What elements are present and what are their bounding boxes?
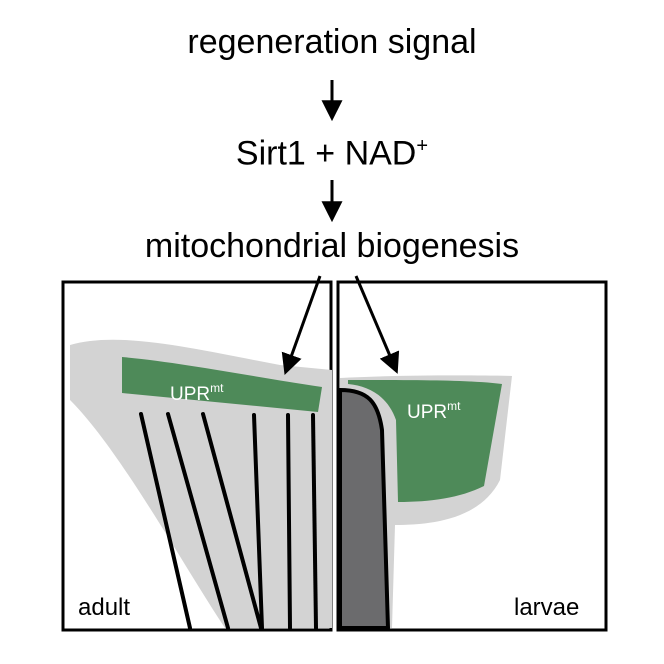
adult-fin-rays (139, 412, 318, 630)
adult-label: adult (78, 594, 130, 621)
step-sirt1-nad: Sirt1 + NAD+ (0, 126, 664, 173)
adult-upr-base: UPR (170, 384, 210, 405)
fin-ray (311, 413, 318, 630)
adult-upr-superscript: mt (210, 381, 224, 395)
fin-ray (201, 412, 263, 630)
regeneration-signal-text: regeneration signal (187, 23, 477, 61)
fin-ray (286, 413, 292, 630)
larvae-upr-label: UPRmt (407, 399, 461, 423)
adult-panel: UPRmt adult (61, 280, 333, 632)
larvae-upr-region (348, 380, 502, 502)
fin-ray (166, 412, 230, 630)
larvae-upr-superscript: mt (447, 399, 461, 413)
step-mitochondrial-biogenesis: mitochondrial biogenesis (0, 226, 664, 266)
larvae-upr-base: UPR (407, 402, 447, 423)
step-regeneration-signal: regeneration signal (0, 22, 664, 62)
adult-upr-region (122, 357, 322, 412)
nad-plus-superscript: + (416, 135, 429, 157)
sirt1-nad-text: Sirt1 + NAD (235, 134, 417, 173)
larvae-label: larvae (514, 594, 579, 621)
fin-ray (139, 412, 192, 630)
larvae-panel: UPRmt larvae (336, 280, 608, 632)
adult-upr-label: UPRmt (170, 381, 224, 405)
mitochondrial-biogenesis-text: mitochondrial biogenesis (144, 227, 520, 265)
larvae-notochord (338, 388, 390, 630)
fin-ray (252, 413, 264, 630)
arrow-biogenesis-to-adult-upr (281, 275, 322, 375)
arrow-biogenesis-to-larvae-upr (354, 275, 400, 374)
adult-fin-tissue (70, 339, 332, 628)
